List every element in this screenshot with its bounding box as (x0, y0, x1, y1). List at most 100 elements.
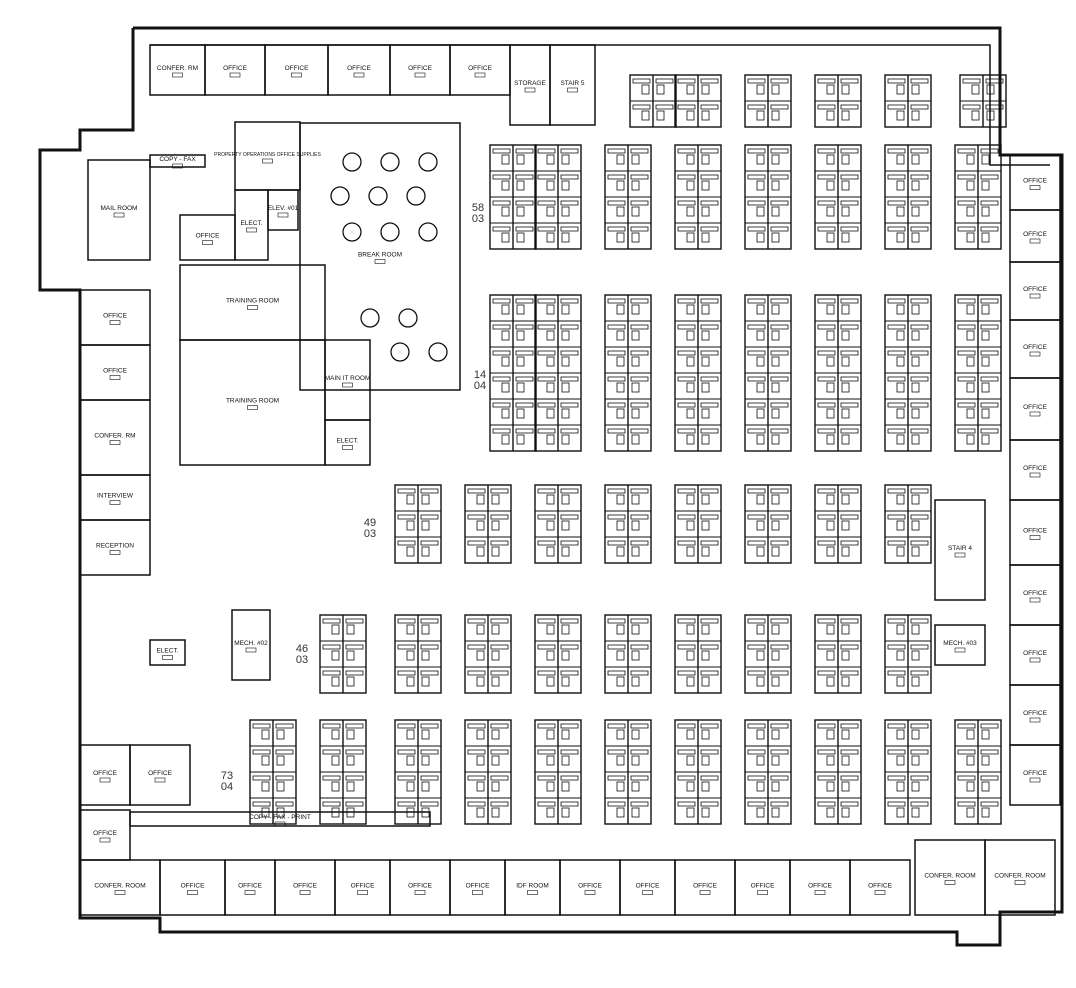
workstation-cluster (814, 614, 862, 694)
chair (826, 304, 835, 315)
chair (701, 676, 710, 687)
desk (677, 148, 696, 154)
chair (756, 434, 765, 445)
room-interior-8 (324, 419, 371, 466)
chair (701, 494, 710, 505)
room-label: OFFICE (103, 368, 127, 375)
chair (701, 434, 710, 445)
desk (840, 402, 859, 408)
room-number-tag (474, 72, 486, 78)
desk (770, 749, 789, 755)
desk (630, 749, 649, 755)
room-number-tag (527, 890, 538, 895)
desk (490, 723, 509, 729)
chair (966, 356, 975, 367)
desk (887, 540, 906, 546)
chair (561, 729, 570, 740)
chair (616, 408, 625, 419)
desk (677, 324, 696, 330)
desk (397, 540, 416, 546)
desk (537, 723, 556, 729)
desk (677, 540, 696, 546)
round-table (418, 152, 438, 172)
desk (957, 226, 976, 232)
chair (476, 755, 485, 766)
desk (747, 670, 766, 676)
chair (966, 304, 975, 315)
chair (841, 520, 850, 531)
room-label: BREAK ROOM (358, 252, 402, 259)
desk (677, 775, 696, 781)
room-number-tag (229, 72, 241, 78)
room-label: CONFER. RM (157, 65, 198, 72)
chair (966, 781, 975, 792)
chair (561, 434, 570, 445)
chair (981, 729, 990, 740)
desk (817, 723, 836, 729)
room-number-tag (187, 890, 198, 895)
desk (957, 749, 976, 755)
desk (817, 78, 836, 84)
chair (966, 206, 975, 217)
room-label: CONFER. ROOM (994, 873, 1045, 880)
desk (817, 174, 836, 180)
chair (686, 494, 695, 505)
chair (686, 807, 695, 818)
chair (771, 206, 780, 217)
chair (911, 232, 920, 243)
workstation-cluster (489, 294, 537, 452)
desk (677, 78, 696, 84)
chair (546, 755, 555, 766)
round-table (428, 342, 448, 362)
desk (770, 644, 789, 650)
desk (322, 644, 341, 650)
desk (770, 723, 789, 729)
desk (607, 514, 626, 520)
chair (491, 807, 500, 818)
chair (276, 781, 285, 792)
chair (476, 807, 485, 818)
chair (701, 304, 710, 315)
chair (966, 382, 975, 393)
desk (467, 540, 486, 546)
desk (700, 670, 719, 676)
room-number-tag (202, 240, 213, 245)
desk (515, 376, 534, 382)
desk (817, 428, 836, 434)
desk (322, 618, 341, 624)
desk (322, 670, 341, 676)
chair (616, 154, 625, 165)
desk (607, 226, 626, 232)
chair (631, 807, 640, 818)
desk (397, 644, 416, 650)
workstation-cluster (744, 719, 792, 825)
desk (747, 376, 766, 382)
chair (631, 755, 640, 766)
chair (616, 330, 625, 341)
room-left-8 (79, 809, 131, 861)
chair (896, 434, 905, 445)
desk (560, 226, 579, 232)
workstation-cluster (394, 614, 442, 694)
room-label: OFFICE (751, 883, 775, 890)
desk (910, 488, 929, 494)
chair (911, 356, 920, 367)
desk (420, 488, 439, 494)
room-number-tag (814, 890, 826, 895)
chair (631, 154, 640, 165)
chair (701, 356, 710, 367)
chair (561, 546, 570, 557)
desk (747, 324, 766, 330)
desk (515, 298, 534, 304)
desk (607, 298, 626, 304)
round-table (342, 152, 362, 172)
chair (561, 624, 570, 635)
desk (980, 226, 999, 232)
chair (966, 434, 975, 445)
chair (631, 546, 640, 557)
chair (826, 110, 835, 121)
room-label: ELECT. (156, 648, 178, 655)
chair (631, 676, 640, 687)
chair (686, 330, 695, 341)
workstation-cluster (674, 614, 722, 694)
